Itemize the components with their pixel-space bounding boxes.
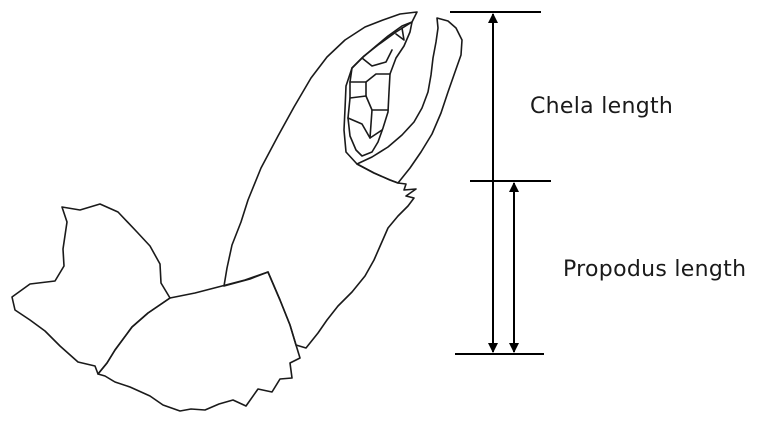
- merus-segment: [12, 204, 170, 374]
- teeth-detail-3: [350, 96, 388, 110]
- fixed-finger: [357, 18, 462, 183]
- teeth-detail-5: [366, 82, 372, 138]
- teeth-detail-2: [350, 74, 390, 82]
- teeth-detail-1: [362, 50, 392, 66]
- claw-teeth: [348, 22, 412, 156]
- crab-claw-drawing: [12, 12, 462, 411]
- carpus-segment: [98, 272, 300, 411]
- chela-length-label: Chela length: [530, 94, 673, 119]
- teeth-detail-4: [348, 118, 382, 138]
- propodus-length-label: Propodus length: [563, 257, 746, 282]
- measurement-markers: [450, 12, 551, 354]
